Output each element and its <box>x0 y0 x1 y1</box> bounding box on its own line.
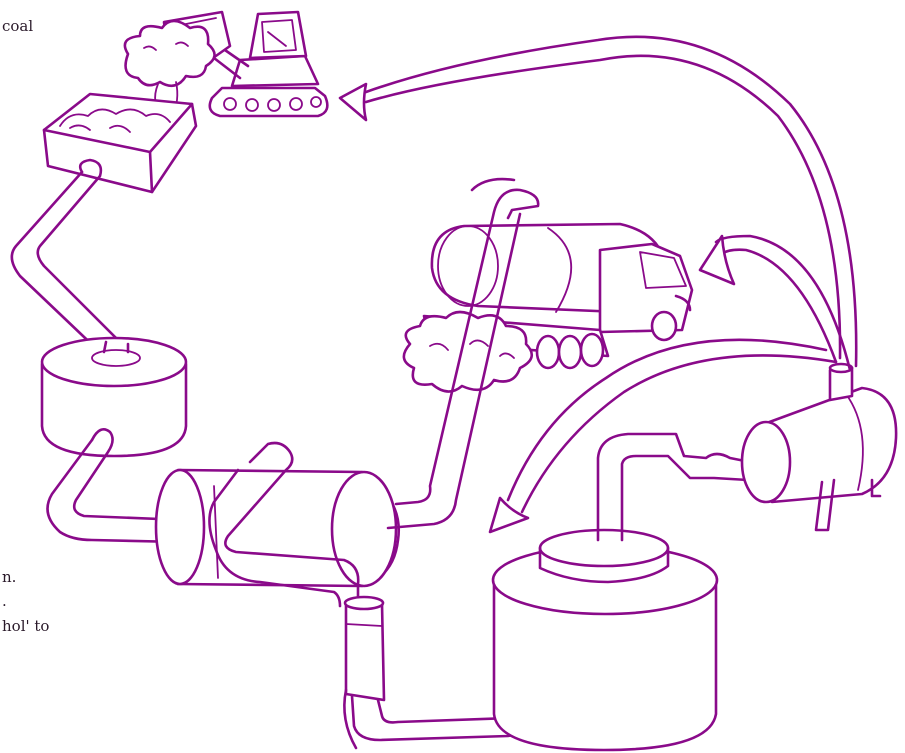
arrow-to-truck <box>700 236 850 370</box>
gasifier-vessel <box>742 364 896 530</box>
separator-vessel-2 <box>156 470 399 586</box>
tanker-truck-icon <box>404 224 692 392</box>
coal-hopper-icon <box>44 94 196 192</box>
distillation-column <box>345 597 384 700</box>
pipe-tank-to-vessel <box>598 434 760 540</box>
pipe-hopper-to-reactor <box>12 160 128 356</box>
arrow-to-excavator <box>340 37 856 366</box>
reactor-vessel-1 <box>42 338 186 456</box>
storage-tank <box>493 530 717 750</box>
